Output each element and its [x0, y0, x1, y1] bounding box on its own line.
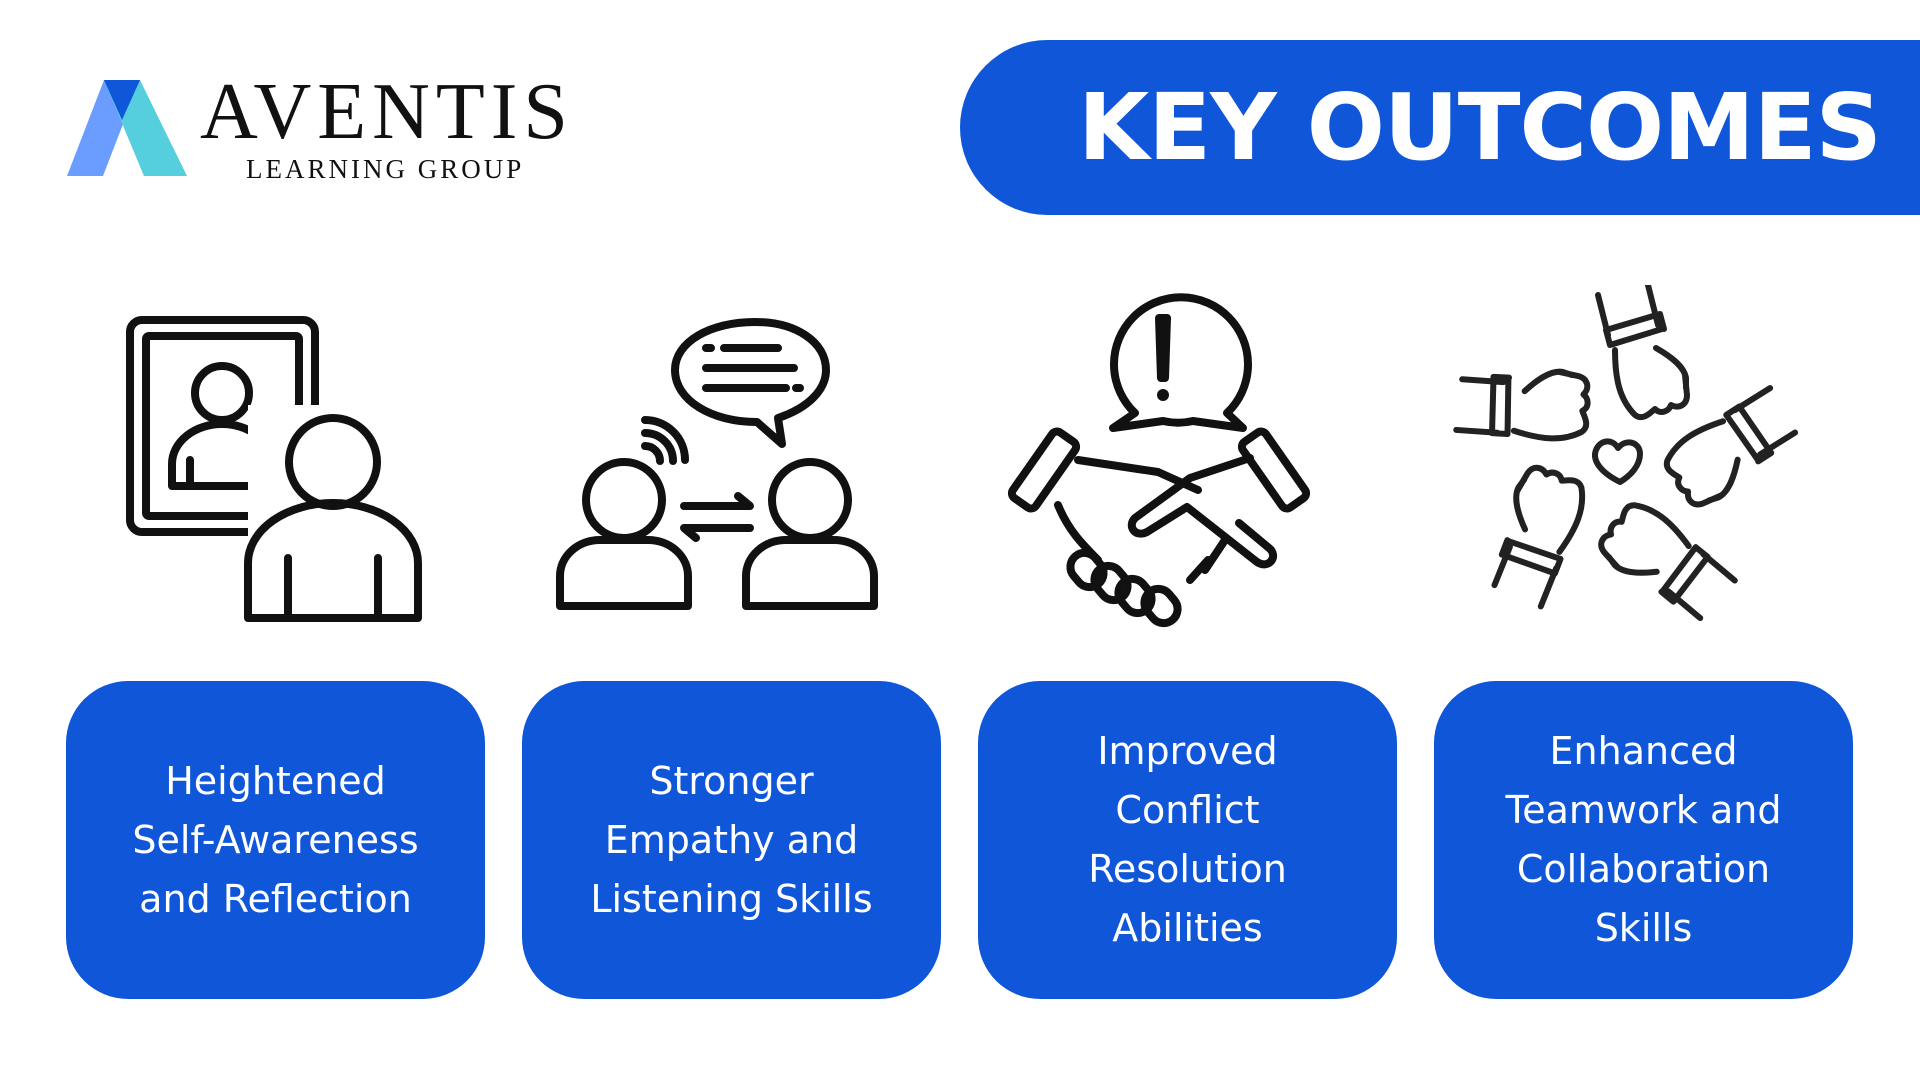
title-banner: KEY OUTCOMES: [960, 40, 1920, 215]
outcome-label: Stronger Empathy and Listening Skills: [590, 758, 873, 921]
outcome-card-empathy: Stronger Empathy and Listening Skills: [522, 681, 941, 999]
outcome-label: Improved Conflict Resolution Abilities: [1088, 729, 1287, 950]
conversation-listening-icon: [556, 318, 878, 610]
outcome-card-self-awareness: Heightened Self-Awareness and Reflection: [66, 681, 485, 999]
aventis-logo-mark-icon: [67, 80, 187, 176]
company-logo: AVENTIS LEARNING GROUP: [60, 70, 568, 200]
outcome-card-teamwork: Enhanced Teamwork and Collaboration Skil…: [1434, 681, 1853, 999]
teamwork-fists-heart-icon: [1440, 285, 1800, 635]
outcome-card-conflict-resolution: Improved Conflict Resolution Abilities: [978, 681, 1397, 999]
handshake-alert-icon: [1007, 293, 1311, 628]
outcome-label: Enhanced Teamwork and Collaboration Skil…: [1505, 729, 1782, 950]
self-reflection-portrait-icon: [126, 316, 428, 625]
brand-name: AVENTIS: [200, 68, 574, 156]
brand-subtitle: LEARNING GROUP: [246, 154, 525, 184]
page-title: KEY OUTCOMES: [1078, 74, 1882, 181]
outcome-label: Heightened Self-Awareness and Reflection: [132, 758, 419, 921]
